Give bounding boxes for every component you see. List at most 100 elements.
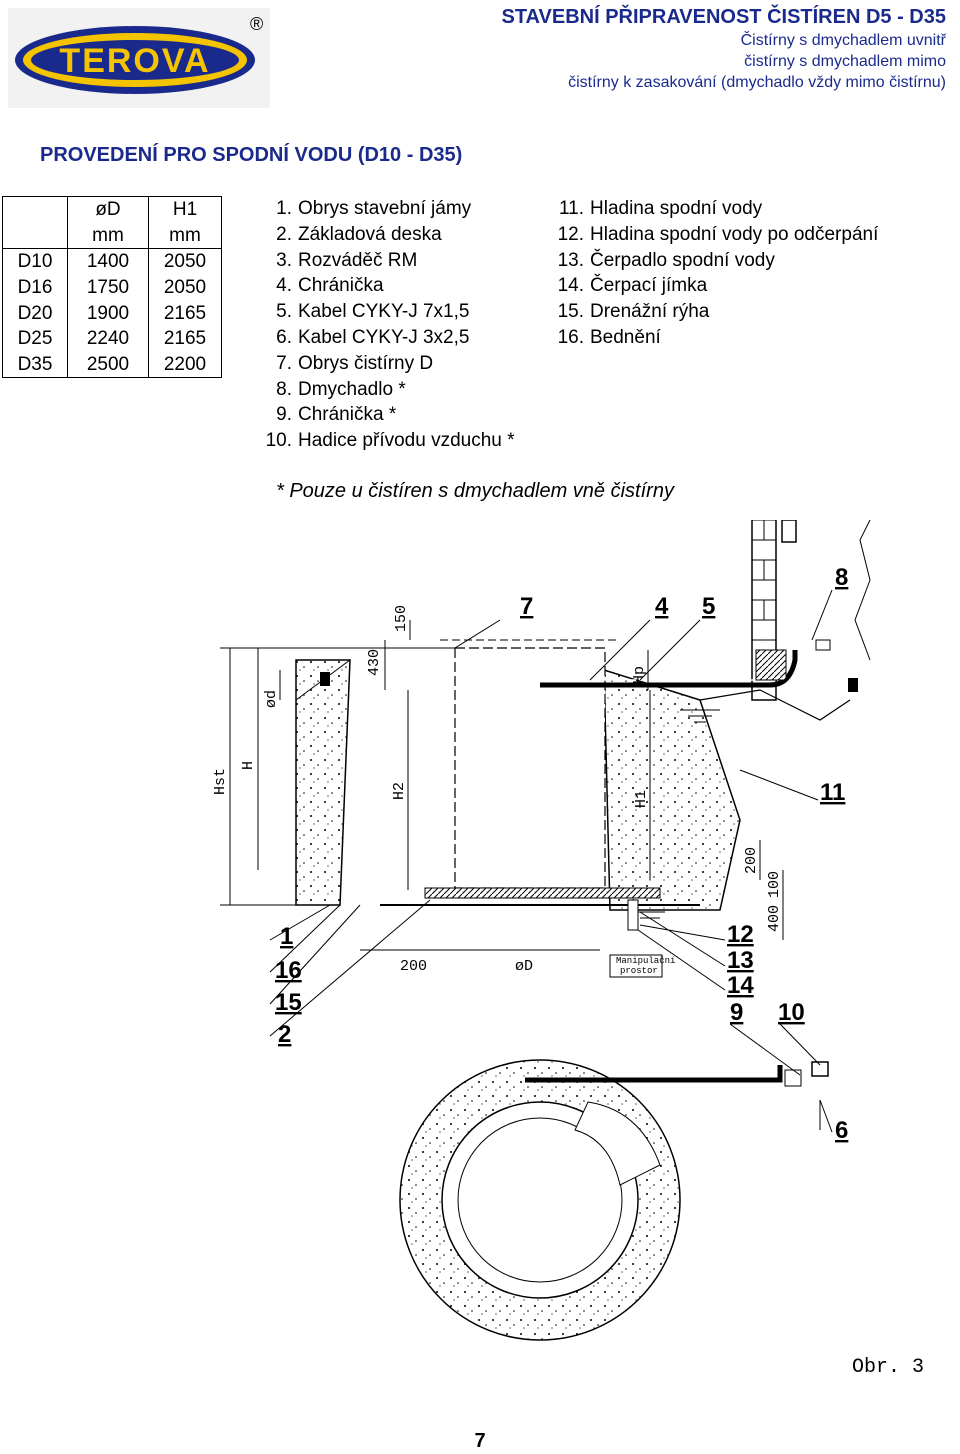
table-cell: 2500 xyxy=(67,351,149,379)
legend-num: 4. xyxy=(276,275,292,297)
terova-logo: TEROVA xyxy=(8,8,270,108)
legend-item: 6. Kabel CYKY-J 3x2,5 xyxy=(256,325,515,351)
legend-text: Čerpací jímka xyxy=(590,275,708,297)
legend-text: Bednění xyxy=(590,326,661,348)
dim-hst: Hst xyxy=(212,768,229,795)
manip-label-1: Manipulační xyxy=(616,956,675,966)
dim-200-bottom: 200 xyxy=(400,958,427,975)
header-line-1: Čistírny s dmychadlem uvnitř xyxy=(740,32,946,49)
manip-box xyxy=(609,954,663,978)
table-cell: 2165 xyxy=(148,325,222,352)
legend-num: 8. xyxy=(276,378,292,400)
legend-text: Kabel CYKY-J 3x2,5 xyxy=(298,326,470,348)
figure-label: Obr. 3 xyxy=(852,1356,924,1379)
legend-num: 6. xyxy=(276,326,292,348)
manip-label-2: prostor xyxy=(620,966,658,976)
table-cell: D10 xyxy=(2,248,68,275)
legend-num: 10. xyxy=(265,430,292,452)
dim-h2: H2 xyxy=(391,782,408,800)
callout-label: 12 xyxy=(727,921,754,948)
table-cell: 1900 xyxy=(67,300,149,326)
legend-text: Hadice přívodu vzduchu * xyxy=(298,430,515,452)
table-cell: 2050 xyxy=(148,274,222,301)
table-cell: 2240 xyxy=(67,325,149,352)
legend-item: 14. Čerpací jímka xyxy=(548,273,878,299)
footnote: * Pouze u čistíren s dmychadlem vně čist… xyxy=(276,480,674,502)
legend-text: Základová deska xyxy=(298,223,442,245)
dim-200-right: 200 xyxy=(743,847,760,874)
table-unit-cell xyxy=(2,222,68,250)
header-line-3: čistírny k zasakování (dmychadlo vždy mi… xyxy=(568,74,946,91)
legend-text: Dmychadlo * xyxy=(298,378,406,400)
legend-item: 7. Obrys čistírny D xyxy=(256,351,515,377)
dim-od-bottom: øD xyxy=(515,958,533,975)
table-cell: 2200 xyxy=(148,351,222,379)
dimensions-table: øD H1 mm mm D10 1400 2050 D16 1750 2050 … xyxy=(2,195,222,379)
callout-label: 11 xyxy=(820,779,845,806)
callout-label: 7 xyxy=(520,593,533,620)
legend-num: 5. xyxy=(276,301,292,323)
section-title: PROVEDENÍ PRO SPODNÍ VODU (D10 - D35) xyxy=(40,144,463,166)
legend-text: Chránička xyxy=(298,275,384,297)
legend-text: Obrys stavební jámy xyxy=(298,198,472,219)
dim-400: 400 xyxy=(766,905,783,932)
table-header-row: øD H1 xyxy=(2,195,222,223)
legend-item: 13.Čerpadlo spodní vody xyxy=(548,248,878,274)
legend-text: Čerpadlo spodní vody xyxy=(590,249,775,271)
callout-label: 8 xyxy=(835,564,848,591)
legend-item: 5. Kabel CYKY-J 7x1,5 xyxy=(256,299,515,325)
dimension-lines xyxy=(220,620,784,951)
header-line-2: čistírny s dmychadlem mimo xyxy=(744,53,946,70)
legend-item: 4. Chránička xyxy=(256,273,515,299)
table-row: D10 1400 2050 xyxy=(2,248,222,275)
page-number: 7 xyxy=(474,1430,486,1452)
plan-view xyxy=(399,1059,829,1341)
table-row: D35 2500 2200 xyxy=(2,351,222,379)
legend-num: 7. xyxy=(276,352,292,374)
callout-label: 4 xyxy=(655,593,669,620)
document-title: STAVEBNÍ PŘIPRAVENOST ČISTÍREN D5 - D35 xyxy=(501,6,946,28)
legend-num: 1. xyxy=(276,198,292,219)
tank-outline xyxy=(380,639,700,906)
legend-num: 15. xyxy=(557,301,584,323)
table-cell: D16 xyxy=(2,274,68,301)
legend-item: 10. Hadice přívodu vzduchu * xyxy=(256,428,515,454)
legend-item: 2. Základová deska xyxy=(256,222,515,248)
dim-h1: H1 xyxy=(633,790,650,808)
legend-item: 3. Rozváděč RM xyxy=(256,248,515,274)
table-cell: 2050 xyxy=(148,248,222,275)
dim-hp: Hp xyxy=(631,666,648,684)
table-cell: D35 xyxy=(2,351,68,379)
legend-text: Kabel CYKY-J 7x1,5 xyxy=(298,301,470,323)
legend-text: Obrys čistírny D xyxy=(298,352,434,374)
callout-label: 9 xyxy=(730,999,743,1026)
legend-text: Hladina spodní vody xyxy=(590,198,763,219)
callout-label: 14 xyxy=(727,972,754,999)
legend-right: 11.Hladina spodní vody 12.Hladina spodní… xyxy=(548,196,879,351)
legend-item: 16.Bednění xyxy=(548,325,878,351)
legend-num: 14. xyxy=(557,275,584,297)
table-cell: 1400 xyxy=(67,248,149,275)
table-row: D25 2240 2165 xyxy=(2,325,222,352)
legend-item: 15. Drenážní rýha xyxy=(548,299,878,325)
legend-num: 9. xyxy=(276,404,292,426)
legend-text: Rozváděč RM xyxy=(298,249,418,271)
excavation xyxy=(295,659,851,911)
legend-text: Drenážní rýha xyxy=(590,301,710,323)
dim-430: 430 xyxy=(366,649,383,676)
legend-item: 8. Dmychadlo * xyxy=(256,377,515,403)
legend-item: 11.Hladina spodní vody xyxy=(548,196,878,222)
legend-num: 2. xyxy=(276,223,292,245)
table-row: D16 1750 2050 xyxy=(2,274,222,301)
technical-drawing: 3 8 7 4 5 11 1 16 15 2 12 13 14 9 10 6 1… xyxy=(212,520,924,1379)
table-cell: 1750 xyxy=(67,274,149,301)
callout-label: 1 xyxy=(280,923,293,950)
table-cell: 2165 xyxy=(148,300,222,326)
legend-item: 9.Chránička * xyxy=(256,402,515,428)
legend-text: Hladina spodní vody po odčerpání xyxy=(590,223,879,245)
table-unit-cell: mm xyxy=(67,222,149,250)
legend-num: 3. xyxy=(276,249,292,271)
table-cell: D25 xyxy=(2,325,68,352)
table-header-cell: H1 xyxy=(148,195,222,223)
callout-label: 13 xyxy=(727,947,754,974)
